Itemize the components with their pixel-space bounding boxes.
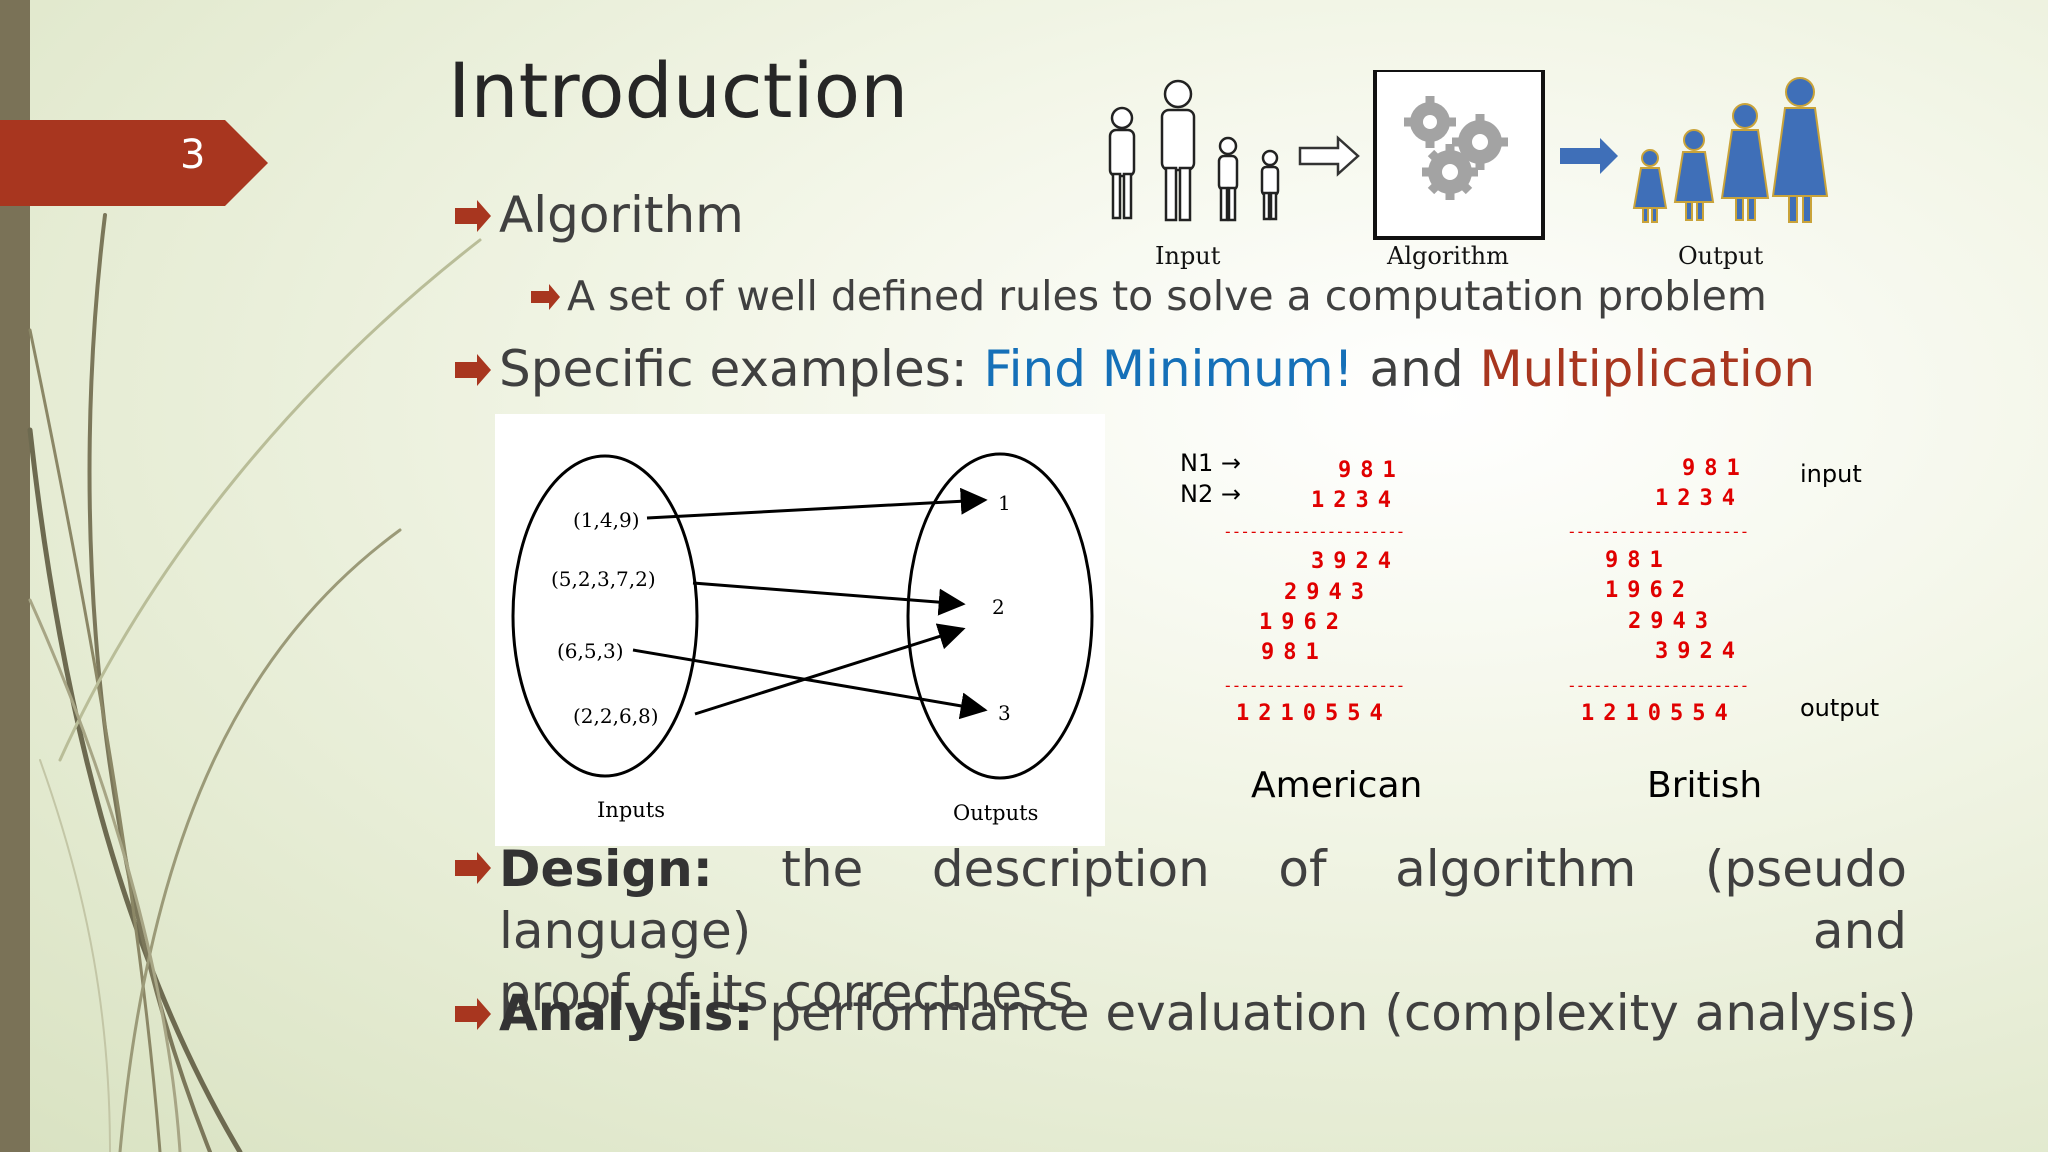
bullet-algorithm-definition: A set of well defined rules to solve a c… — [529, 272, 1767, 322]
american-n2: 1234 — [1311, 488, 1400, 513]
input-output-mapping-diagram: (1,4,9) (5,2,3,7,2) (6,5,3) (2,2,6,8) 1 … — [495, 414, 1105, 846]
british-separator: --------------------- — [1567, 522, 1748, 541]
bullet-algorithm-text: Algorithm — [499, 186, 744, 244]
bullet-analysis: Analysis: performance evaluation (comple… — [453, 984, 1917, 1044]
examples-find-minimum: Find Minimum! — [984, 340, 1354, 398]
input-item: (6,5,3) — [557, 639, 624, 663]
bullet-algorithm-definition-text: A set of well defined rules to solve a c… — [567, 272, 1767, 320]
american-separator: --------------------- — [1223, 522, 1404, 541]
british-result: 1210554 — [1581, 701, 1737, 726]
design-label: Design: — [499, 840, 713, 898]
output-label: output — [1800, 694, 1879, 722]
british-partial: 981 — [1605, 548, 1672, 573]
input-people-icon — [1110, 81, 1278, 220]
inputs-ellipse — [513, 456, 697, 776]
bullet-arrow-icon — [453, 838, 493, 898]
american-partial: 3924 — [1311, 549, 1400, 574]
bullet-arrow-icon — [453, 984, 493, 1044]
american-partial: 2943 — [1284, 580, 1373, 605]
bullet-arrow-icon — [453, 186, 493, 246]
output-item: 3 — [998, 701, 1011, 725]
american-separator: --------------------- — [1223, 676, 1404, 695]
output-item: 1 — [998, 491, 1011, 515]
british-partial: 1962 — [1605, 578, 1694, 603]
algorithm-figure-label: Algorithm — [1387, 242, 1509, 270]
input-item: (1,4,9) — [573, 508, 640, 532]
n2-label: N2 → — [1180, 480, 1241, 508]
examples-multiplication: Multiplication — [1479, 340, 1815, 398]
mapping-arrow — [647, 500, 985, 518]
american-partial: 1962 — [1259, 610, 1348, 635]
british-partial: 2943 — [1628, 609, 1717, 634]
input-figure-label: Input — [1155, 242, 1220, 270]
output-people-icon — [1634, 78, 1827, 222]
british-n2: 1234 — [1655, 486, 1744, 511]
slide-number-badge: 3 — [0, 120, 268, 206]
input-item: (2,2,6,8) — [573, 704, 659, 728]
american-caption: American — [1251, 765, 1422, 806]
outputs-label: Outputs — [953, 801, 1038, 825]
input-item: (5,2,3,7,2) — [551, 567, 656, 591]
output-item: 2 — [992, 595, 1005, 619]
n1-label: N1 → — [1180, 449, 1241, 477]
slide-number: 3 — [180, 132, 205, 178]
british-n1: 981 — [1682, 456, 1749, 481]
inputs-label: Inputs — [597, 798, 665, 822]
american-n1: 981 — [1338, 458, 1405, 483]
analysis-label: Analysis: — [499, 984, 753, 1042]
british-caption: British — [1647, 765, 1762, 806]
mapping-arrow — [693, 583, 963, 604]
bullet-arrow-icon — [453, 340, 493, 400]
bullet-algorithm: Algorithm — [453, 186, 744, 246]
bullet-specific-examples: Specific examples: Find Minimum! and Mul… — [453, 340, 1815, 400]
british-separator: --------------------- — [1567, 676, 1748, 695]
examples-prefix: Specific examples: — [499, 340, 984, 398]
british-partial: 3924 — [1655, 639, 1744, 664]
bullet-arrow-icon — [529, 272, 561, 322]
analysis-text: performance evaluation (complexity analy… — [753, 984, 1916, 1042]
outline-arrow-icon — [1300, 138, 1358, 174]
american-result: 1210554 — [1236, 701, 1392, 726]
page-title: Introduction — [448, 46, 908, 135]
mapping-arrow — [633, 650, 985, 710]
output-figure-label: Output — [1678, 242, 1763, 270]
blue-arrow-icon — [1560, 138, 1618, 174]
american-partial: 981 — [1261, 640, 1328, 665]
examples-and: and — [1354, 340, 1480, 398]
input-label: input — [1800, 460, 1862, 488]
